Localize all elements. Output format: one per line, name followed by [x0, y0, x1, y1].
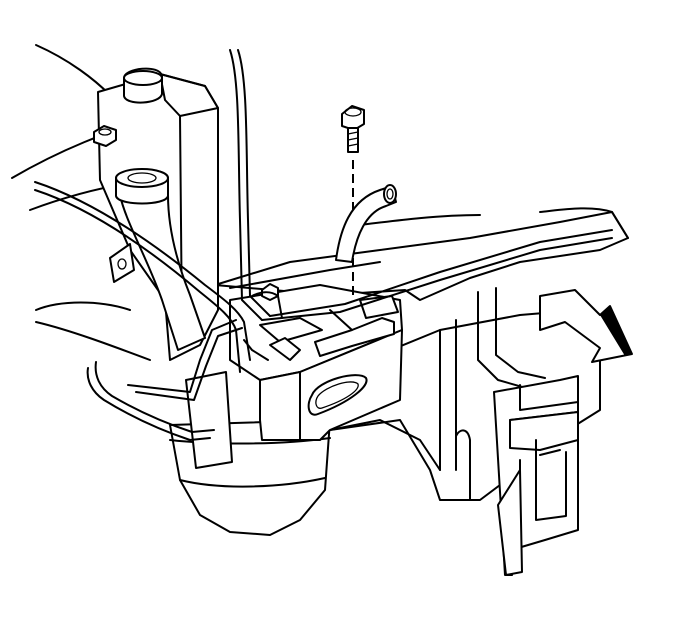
hose-icon [335, 184, 397, 263]
direction-arrow-icon [539, 289, 633, 363]
line-routing-icon [34, 49, 613, 441]
mounting-bracket-icon [185, 283, 403, 469]
filler-neck-icon [115, 168, 206, 351]
tab-bracket-icon [109, 243, 135, 283]
frame-side-bracket [493, 375, 579, 576]
